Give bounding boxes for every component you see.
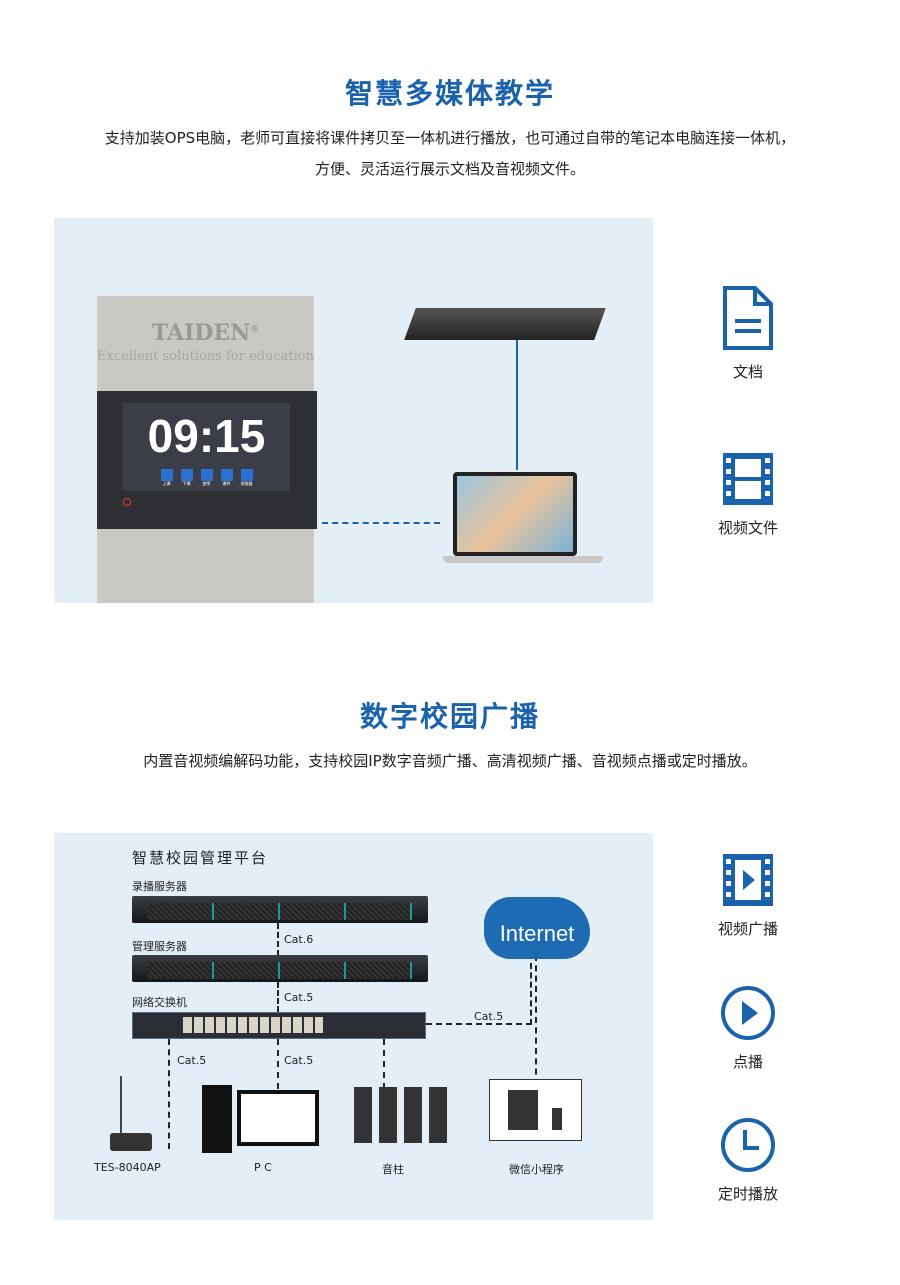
feature-on-demand: 点播 [688, 985, 808, 1072]
section2-title: 数字校园广播 [359, 700, 540, 733]
feature-video-file: 视频文件 [688, 451, 808, 538]
section1-title: 智慧多媒体教学 [344, 77, 555, 110]
desc-line: 支持加装OPS电脑，老师可直接将课件拷贝至一体机进行播放，也可通过自带的笔记本电… [104, 129, 796, 147]
cable-label: Cat.5 [284, 991, 314, 1004]
pc-monitor [237, 1090, 319, 1146]
app-icon: 放学 [200, 469, 213, 487]
cable-label: Cat.5 [284, 1054, 314, 1067]
recording-server [132, 896, 428, 923]
pc-tower [202, 1085, 232, 1153]
feature-video-broadcast: 视频广播 [688, 852, 808, 939]
ops-computer [404, 308, 606, 340]
clock-display: 09:15 [147, 410, 266, 462]
power-button[interactable] [123, 498, 131, 506]
app-icon: 浏览器 [240, 469, 253, 487]
network-switch [132, 1012, 426, 1039]
section2-description: 内置音视频编解码功能，支持校园IP数字音频广播、高清视频广播、音视频点播或定时播… [143, 752, 757, 770]
feature-scheduled: 定时播放 [688, 1117, 808, 1204]
section1-description: 支持加装OPS电脑，老师可直接将课件拷贝至一体机进行播放，也可通过自带的笔记本电… [0, 123, 900, 185]
connector-dashed [322, 522, 440, 524]
speaker-columns [354, 1087, 448, 1143]
speakers-label: 音柱 [382, 1163, 404, 1176]
slogan: Excellent solutions for education [97, 349, 314, 364]
feature-document: 文档 [688, 285, 808, 382]
play-icon [721, 986, 775, 1040]
registered-mark: ® [250, 324, 260, 335]
cable-label: Cat.6 [284, 933, 314, 946]
feature-label: 定时播放 [717, 1185, 778, 1203]
clock-icon [721, 1118, 775, 1172]
cable-label: Cat.5 [474, 1010, 504, 1023]
document-icon [723, 286, 773, 350]
broadcast-diagram: 智慧校园管理平台 录播服务器 Cat.6 管理服务器 Cat.5 网络交换机 C… [54, 833, 653, 1220]
app-icon: 下课 [180, 469, 193, 487]
paging-console [110, 1133, 152, 1151]
app-icon: 上课 [160, 469, 173, 487]
mobile-devices [489, 1079, 582, 1141]
video-broadcast-icon [723, 854, 773, 906]
app-icon: 课件 [220, 469, 233, 487]
feature-label: 视频广播 [717, 920, 778, 938]
laptop [453, 472, 577, 556]
brand-logo: TAIDEN [151, 320, 251, 346]
laptop-base [443, 556, 603, 563]
management-server [132, 955, 428, 982]
cable-label: Cat.5 [177, 1054, 207, 1067]
film-icon [723, 453, 773, 505]
feature-label: 视频文件 [717, 519, 778, 537]
internet-cloud: Internet [484, 897, 590, 959]
platform-title: 智慧校园管理平台 [132, 849, 269, 867]
pc-label: P C [254, 1161, 272, 1174]
switch-label: 网络交换机 [132, 996, 187, 1009]
all-in-one-device: TAIDEN® Excellent solutions for educatio… [97, 296, 317, 603]
recording-server-label: 录播服务器 [132, 880, 187, 893]
connector-line [516, 340, 518, 470]
desc-line: 方便、灵活运行展示文档及音视频文件。 [314, 160, 585, 178]
multimedia-panel: TAIDEN® Excellent solutions for educatio… [54, 218, 653, 603]
feature-label: 文档 [732, 363, 763, 381]
feature-label: 点播 [732, 1053, 763, 1071]
paging-label: TES-8040AP [94, 1161, 161, 1174]
management-server-label: 管理服务器 [132, 940, 187, 953]
device-front: 09:15 上课 下课 放学 课件 浏览器 [97, 391, 317, 529]
screen: 09:15 上课 下课 放学 课件 浏览器 [123, 403, 290, 491]
mini-program-label: 微信小程序 [509, 1163, 564, 1176]
